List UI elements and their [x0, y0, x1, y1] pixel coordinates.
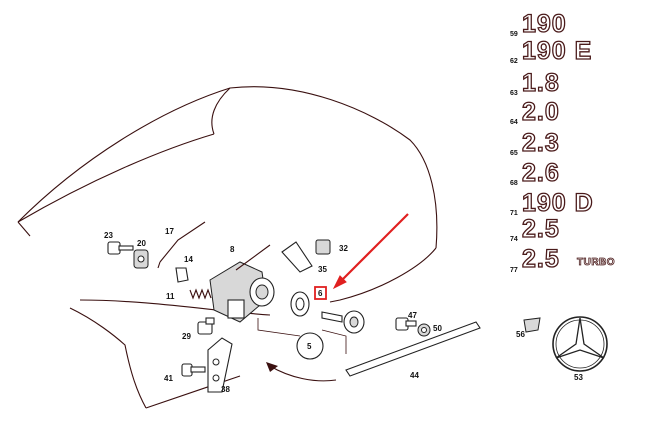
bolt-23 — [107, 241, 134, 255]
label-56: 56 — [516, 330, 525, 339]
callout-6-highlighted: 6 — [314, 286, 327, 300]
key — [321, 310, 365, 334]
badge-text-74: 2.5 — [522, 215, 560, 243]
star-emblem-53 — [552, 316, 608, 372]
clip-20 — [133, 249, 149, 269]
badge-text-77: 2.5 — [522, 245, 560, 273]
label-44: 44 — [410, 371, 419, 380]
label-47: 47 — [408, 311, 417, 320]
clip-32 — [315, 239, 331, 255]
badge-num-63: 63 — [510, 90, 518, 97]
label-14: 14 — [184, 255, 193, 264]
label-23: 23 — [104, 231, 113, 240]
clip-56 — [523, 317, 541, 333]
badge-num-77: 77 — [510, 267, 518, 274]
badge-num-65: 65 — [510, 150, 518, 157]
spring-11 — [189, 288, 212, 300]
badge-text-63: 1.8 — [522, 69, 560, 97]
badge-num-59: 59 — [510, 31, 518, 38]
bolt-47 — [395, 317, 417, 331]
highlight-arrow — [332, 213, 409, 290]
label-8: 8 — [230, 245, 235, 254]
clip-14 — [175, 267, 189, 283]
badge-num-64: 64 — [510, 119, 518, 126]
label-20: 20 — [137, 239, 146, 248]
label-5: 5 — [307, 342, 312, 351]
nut-50 — [417, 323, 431, 337]
label-38: 38 — [221, 385, 230, 394]
label-11: 11 — [166, 292, 175, 301]
bolt-29 — [197, 317, 215, 335]
badge-text-71: 190 D — [522, 189, 594, 217]
badge-list: 59 190 62 190 E 63 1.8 64 2.0 65 2.3 68 … — [510, 9, 615, 274]
label-50: 50 — [433, 324, 442, 333]
badge-text-68: 2.6 — [522, 159, 560, 187]
badge-num-74: 74 — [510, 236, 518, 243]
badge-suffix-77: TURBO — [577, 257, 615, 268]
label-29: 29 — [182, 332, 191, 341]
label-32: 32 — [339, 244, 348, 253]
strip-44 — [345, 321, 481, 377]
badge-text-59: 190 — [522, 10, 567, 38]
trunk-lid-outline — [17, 86, 438, 409]
badge-text-64: 2.0 — [522, 98, 560, 126]
label-17: 17 — [165, 227, 174, 236]
label-6: 6 — [318, 289, 323, 298]
badge-text-65: 2.3 — [522, 129, 560, 157]
bracket-35 — [281, 241, 313, 273]
rod-17 — [157, 221, 206, 269]
callout-5: 5 — [296, 332, 324, 360]
bolt-41 — [181, 363, 206, 377]
badge-num-71: 71 — [510, 210, 518, 217]
badge-num-68: 68 — [510, 180, 518, 187]
badge-num-62: 62 — [510, 58, 518, 65]
badge-text-62: 190 E — [522, 37, 592, 65]
bracket-38 — [207, 337, 233, 393]
lock-assembly-8 — [209, 244, 275, 323]
ring-6 — [290, 291, 310, 317]
label-53: 53 — [574, 373, 583, 382]
label-35: 35 — [318, 265, 327, 274]
rotation-arrow — [266, 362, 337, 382]
label-41: 41 — [164, 374, 173, 383]
